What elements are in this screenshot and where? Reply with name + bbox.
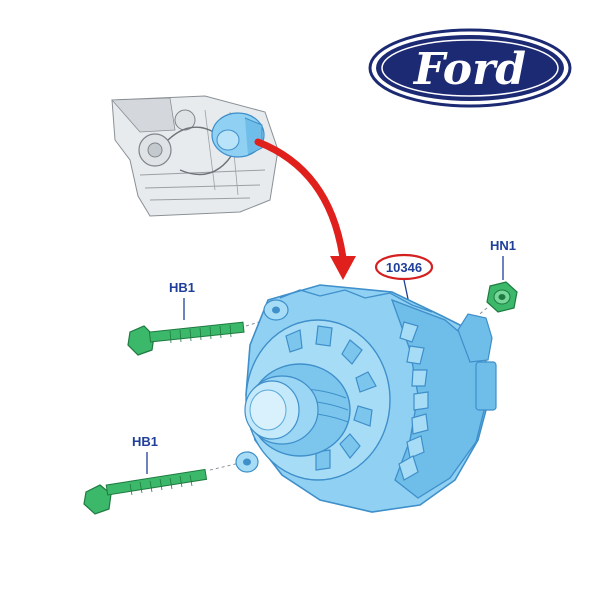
bolt-bottom-label: HB1 <box>132 434 158 449</box>
highlight-ring <box>374 253 434 281</box>
ford-logo-text: Ford <box>412 44 526 95</box>
ford-logo: Ford <box>368 28 572 108</box>
nut-label: HN1 <box>490 238 516 253</box>
bolt-top <box>127 321 245 356</box>
bolt-bottom <box>83 468 208 515</box>
engine-inset <box>111 95 279 217</box>
part-number-callout: 10346 <box>374 253 434 319</box>
mounting-ears <box>235 299 289 473</box>
bolt-top-callout: HB1 <box>127 280 273 356</box>
pulley <box>244 363 351 457</box>
nut-callout: HN1 <box>469 238 518 323</box>
red-arrow <box>254 138 356 280</box>
inset-alternator <box>211 112 265 158</box>
bolt-bottom-callout: HB1 <box>83 434 245 515</box>
bolt-top-label: HB1 <box>169 280 195 295</box>
part-number-label: 10346 <box>386 260 422 275</box>
hex-nut <box>486 281 518 313</box>
alternator <box>235 284 497 513</box>
cooling-fins <box>398 321 429 481</box>
front-vents <box>285 325 377 471</box>
